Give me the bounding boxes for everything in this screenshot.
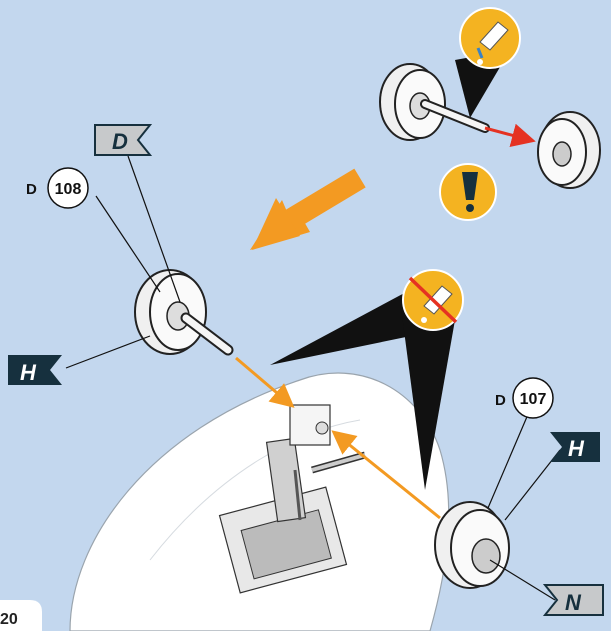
part-number: 107 <box>520 391 547 408</box>
page-number-tab: 20 <box>0 600 42 631</box>
part-label-108: D 108 <box>26 168 88 208</box>
svg-text:N: N <box>565 590 582 615</box>
part-label-107: D 107 <box>495 378 553 418</box>
glue-tube-icon <box>460 8 520 68</box>
no-glue-icon <box>403 270 463 330</box>
wheel-part-107 <box>435 502 509 588</box>
wheel-part-108 <box>135 270 228 354</box>
direction-arrow <box>250 170 360 250</box>
svg-text:H: H <box>568 436 585 461</box>
paint-flag-n: N <box>545 585 603 615</box>
exclamation-icon <box>440 164 496 220</box>
svg-text:H: H <box>20 360 37 385</box>
sprue-flag-d: D <box>95 125 150 155</box>
paint-flag-h-left: H <box>8 355 62 385</box>
sprue-letter: D <box>495 392 506 409</box>
paint-flag-h-right: H <box>550 432 600 462</box>
fuselage-panel <box>70 373 449 631</box>
sprue-letter: D <box>26 181 37 198</box>
svg-text:D: D <box>112 129 128 154</box>
page-number: 20 <box>0 611 18 628</box>
part-number: 108 <box>55 181 82 198</box>
